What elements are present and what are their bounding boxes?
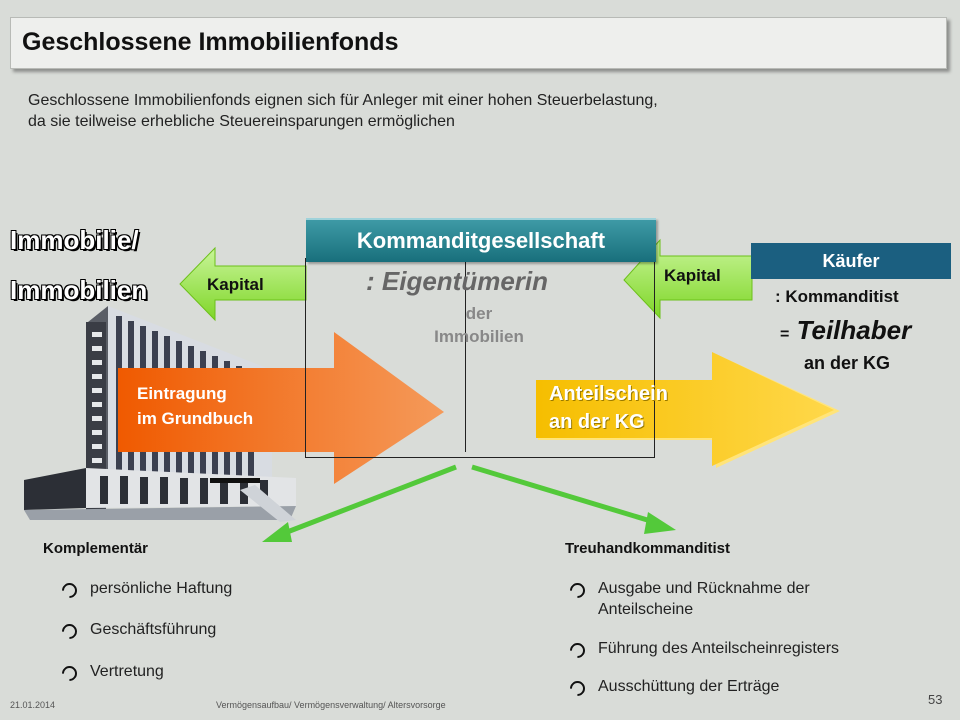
- kapital-arrow-left: [179, 246, 307, 322]
- list-item: Ausschüttung der Erträge: [566, 676, 779, 700]
- page-number: 53: [928, 692, 943, 707]
- intro-text: Geschlossene Immobilienfonds eignen sich…: [28, 90, 908, 132]
- list-item: Geschäftsführung: [58, 619, 216, 643]
- footer-date: 21.01.2014: [10, 700, 56, 710]
- kommanditist-label: : Kommanditist: [775, 287, 899, 306]
- bullet-icon: [58, 662, 81, 685]
- teilhaber-equals: =: [780, 326, 790, 343]
- kaeufer-box: Käufer: [751, 243, 951, 279]
- eintragung-line-1: Eintragung: [137, 384, 227, 403]
- bullet-icon: [58, 620, 81, 643]
- immobilie-line-1: Immobilie/: [10, 225, 139, 255]
- anteilschein-line-1: Anteilschein: [549, 383, 668, 405]
- kg-description-line-1: der: [465, 304, 493, 323]
- eintragung-line-2: im Grundbuch: [137, 409, 254, 428]
- bullet-icon: [566, 579, 589, 602]
- teilhaber-label: = Teilhaber: [780, 315, 911, 346]
- arrow-to-komplementaer: [262, 464, 457, 542]
- eigentuemerin-label: : Eigentümerin: [366, 266, 549, 296]
- anteilschein-label: Anteilschein an der KG: [549, 380, 668, 436]
- anteilschein-line-2: an der KG: [549, 411, 645, 433]
- list-item: Führung des Anteilscheinregisters: [566, 638, 839, 662]
- kg-description-line-2: Immobilien: [434, 327, 524, 346]
- intro-line-1: Geschlossene Immobilienfonds eignen sich…: [28, 92, 658, 109]
- kg-divider: [465, 258, 466, 452]
- page-title: Geschlossene Immobilienfonds: [22, 28, 399, 56]
- kg-description: der Immobilien: [306, 302, 652, 348]
- list-item: Ausgabe und Rücknahme der Anteilscheine: [566, 578, 898, 620]
- kapital-right-label: Kapital: [664, 266, 721, 285]
- anteilschein-arrow: [536, 352, 840, 468]
- kapital-arrow-right: [623, 238, 753, 320]
- kapital-left-label: Kapital: [207, 275, 264, 294]
- bullet-icon: [58, 579, 81, 602]
- bullet-icon: [566, 639, 589, 662]
- arrow-to-treuhand: [471, 464, 676, 534]
- footer-center-text: Vermögensaufbau/ Vermögensverwaltung/ Al…: [216, 700, 446, 710]
- list-item: Vertretung: [58, 661, 164, 685]
- eintragung-arrow: [118, 332, 444, 484]
- komplementaer-heading: Komplementär: [43, 540, 149, 557]
- list-item: persönliche Haftung: [58, 578, 232, 602]
- immobilie-line-2: Immobilien: [10, 275, 148, 305]
- an-der-kg-label: an der KG: [804, 353, 891, 373]
- intro-line-2: da sie teilweise erhebliche Steuereinspa…: [28, 113, 455, 130]
- teilhaber-text: Teilhaber: [796, 315, 912, 345]
- title-bar: [10, 17, 947, 69]
- kg-header: Kommanditgesellschaft: [306, 218, 656, 262]
- bullet-icon: [566, 677, 589, 700]
- eintragung-label: Eintragung im Grundbuch: [137, 381, 253, 431]
- treuhand-heading: Treuhandkommanditist: [565, 540, 731, 557]
- immobilie-label: Immobilie/ Immobilien: [10, 215, 147, 315]
